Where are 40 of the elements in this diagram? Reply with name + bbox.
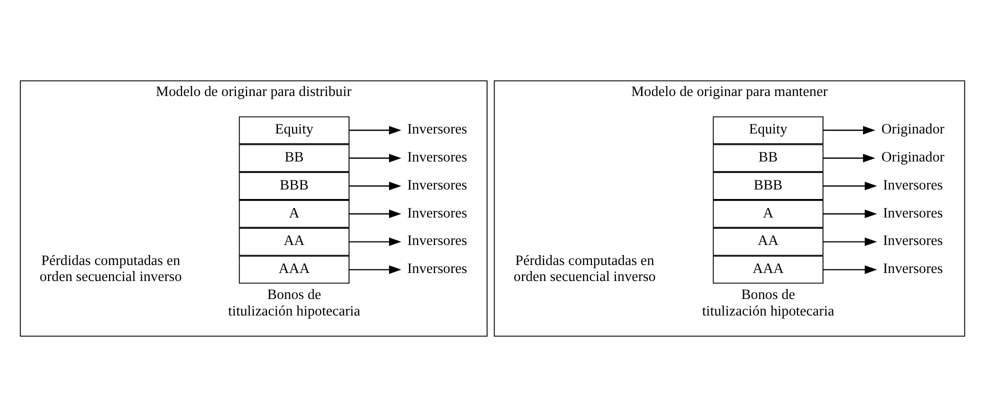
node-text: Inversores bbox=[407, 233, 468, 250]
node-box: BBB bbox=[712, 172, 824, 200]
node-text: Inversores bbox=[407, 177, 468, 194]
arrow bbox=[349, 210, 402, 218]
node-box: AA bbox=[712, 228, 824, 256]
node-text: Originador bbox=[881, 150, 944, 166]
node-text: Inversores bbox=[407, 150, 468, 166]
node-box: Equity bbox=[712, 116, 824, 144]
label: Bonos de titulización hipotecaria bbox=[702, 287, 834, 320]
arrow bbox=[823, 265, 877, 274]
label: Pérdidas computadas en orden secuencial inverso bbox=[514, 252, 656, 286]
arrow bbox=[823, 210, 877, 218]
node-box: AAA bbox=[712, 256, 824, 284]
arrow bbox=[823, 126, 876, 135]
node-box: A bbox=[238, 200, 350, 228]
node-box: Equity bbox=[238, 116, 350, 144]
label: Pérdidas computadas en orden secuencial inverso bbox=[40, 252, 182, 286]
node-box: BB bbox=[238, 144, 350, 172]
arrow bbox=[349, 238, 402, 246]
arrow bbox=[823, 238, 877, 246]
node-text: Originador bbox=[881, 122, 944, 138]
node-text: Inversores bbox=[407, 261, 468, 278]
node-text: Inversores bbox=[883, 233, 943, 250]
arrow bbox=[823, 154, 876, 162]
node-text: Inversores bbox=[883, 261, 943, 278]
label: Bonos de titulización hipotecaria bbox=[228, 287, 360, 320]
node-box: AA bbox=[238, 228, 350, 256]
node-box: AAA bbox=[238, 256, 350, 284]
node-box: BBB bbox=[238, 172, 350, 200]
arrow bbox=[823, 182, 877, 190]
node-text: Inversores bbox=[883, 177, 943, 194]
arrow bbox=[349, 126, 402, 135]
node-text: Inversores bbox=[407, 205, 468, 222]
arrow bbox=[349, 265, 402, 274]
node-box: A bbox=[712, 200, 824, 228]
node-text: Inversores bbox=[883, 205, 943, 222]
arrow bbox=[349, 154, 402, 162]
node-text: Inversores bbox=[407, 122, 468, 138]
arrow bbox=[349, 182, 402, 190]
node-box: BB bbox=[712, 144, 824, 172]
